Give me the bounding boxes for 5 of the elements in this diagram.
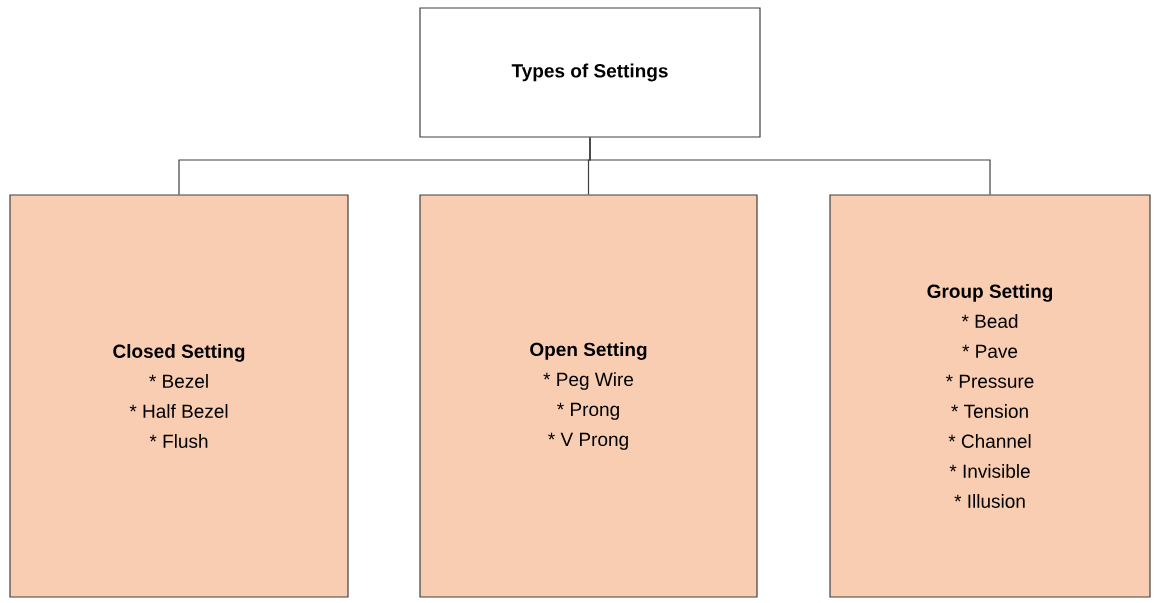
- root-box: Types of Settings: [419, 7, 761, 138]
- connector-line: [589, 137, 991, 195]
- category-box: Open Setting * Peg Wire * Prong * V Prong: [419, 194, 758, 598]
- category-box: Closed Setting * Bezel * Half Bezel * Flush: [9, 194, 349, 598]
- category-box: Group Setting * Bead * Pave * Pressure * Tension * Channel * Invisible * Illusion: [829, 194, 1151, 598]
